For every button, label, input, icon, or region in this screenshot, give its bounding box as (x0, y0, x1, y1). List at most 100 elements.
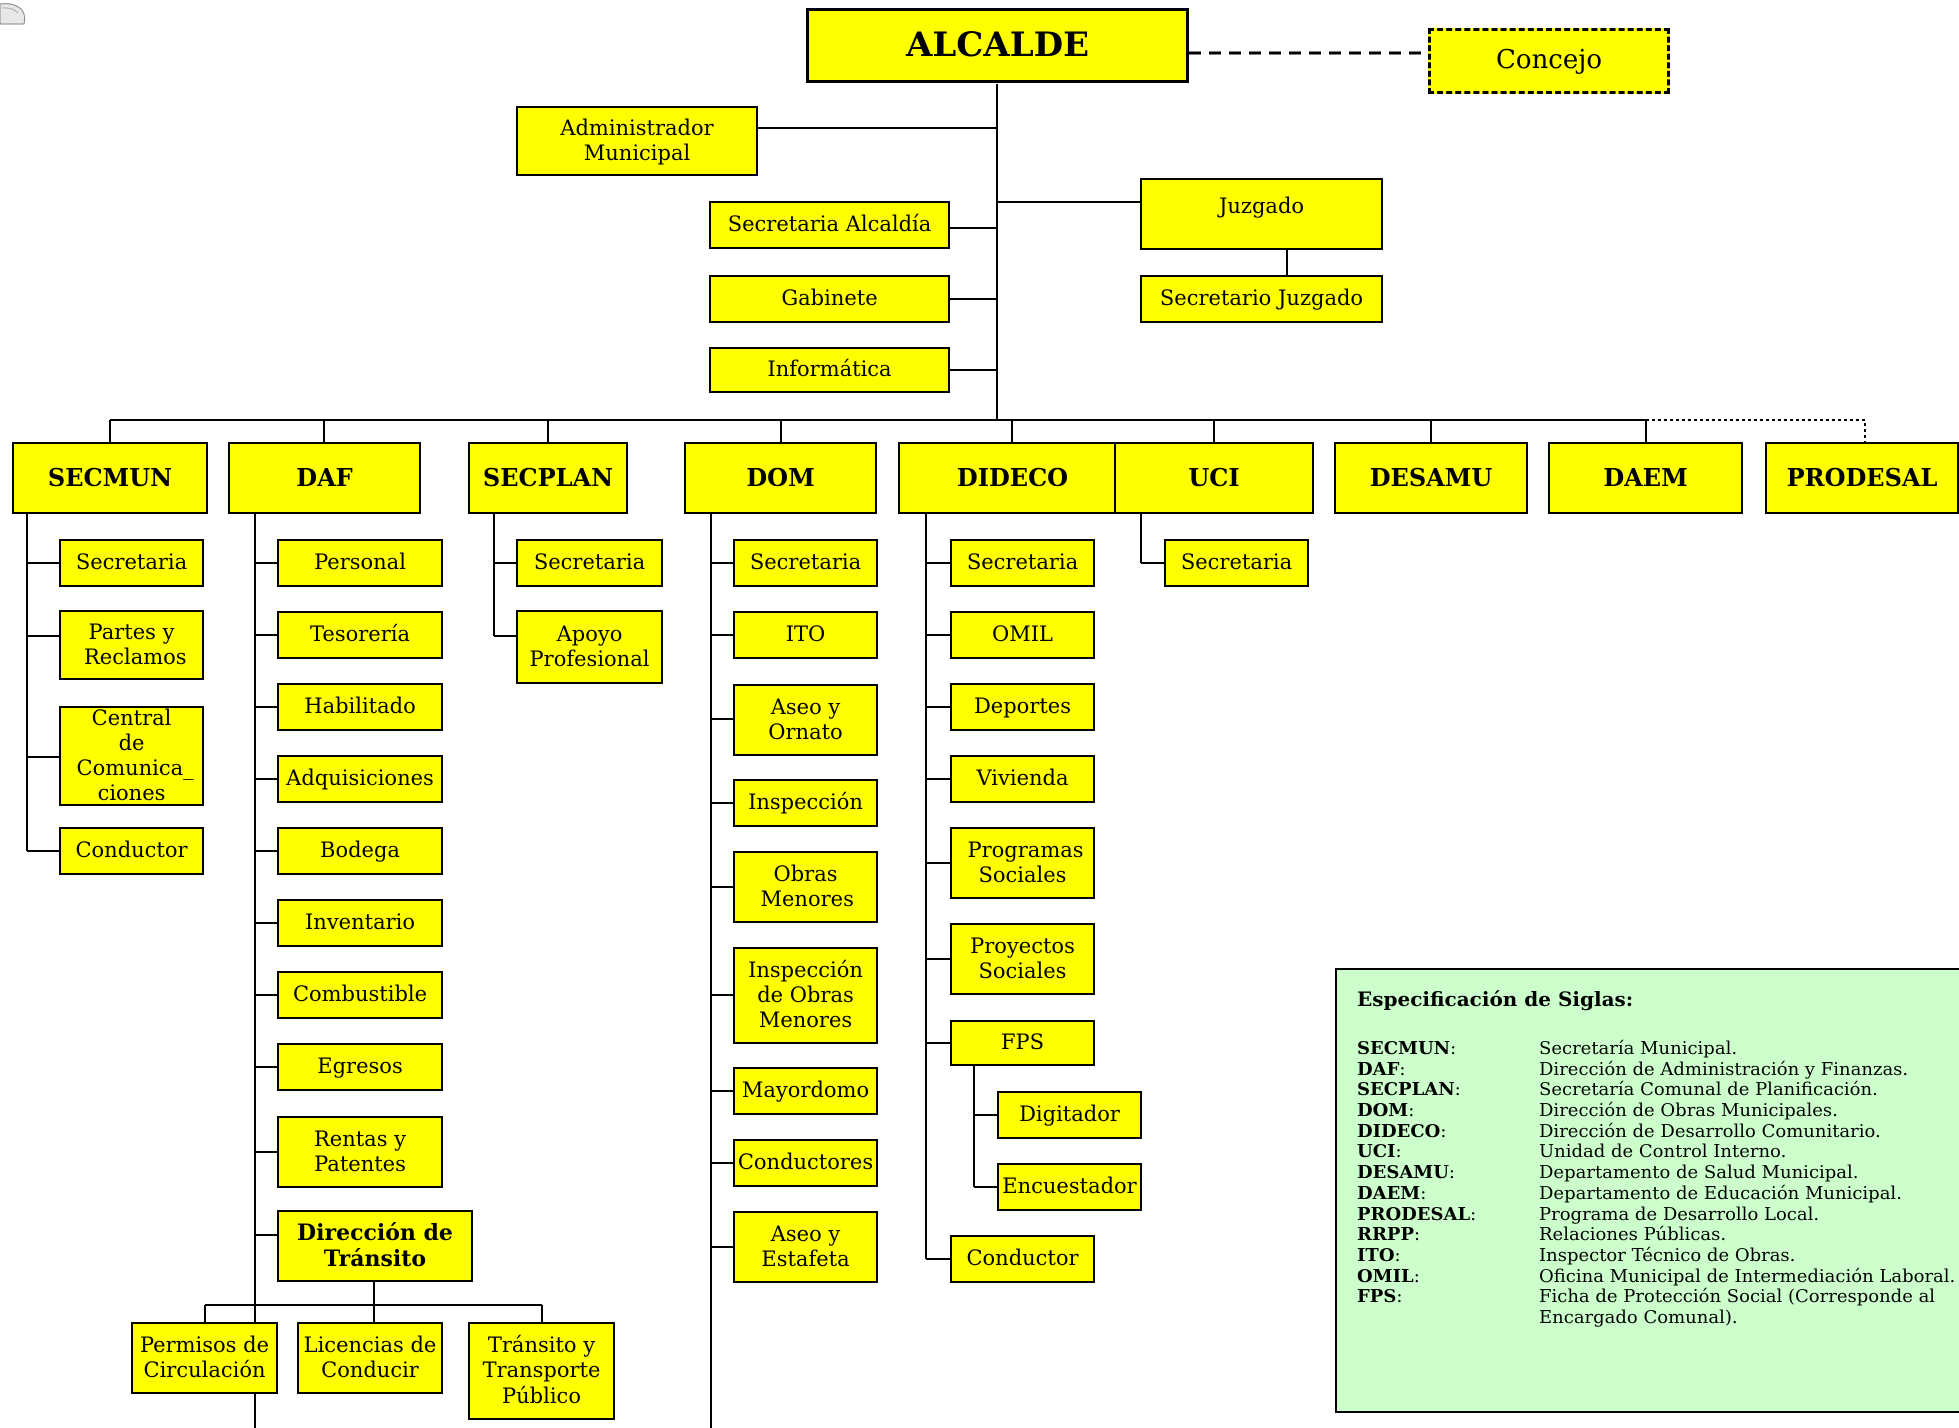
legend-definition: Dirección de Desarrollo Comunitario. (1539, 1120, 1881, 1142)
concejo-label: Concejo (1496, 45, 1602, 76)
dept-dideco-label: DIDECO (956, 462, 1069, 492)
dideco-fps-box: FPS (950, 1020, 1095, 1066)
dept-prodesal-label: PRODESAL (1786, 462, 1938, 492)
dideco-vivienda-box: Vivienda (950, 755, 1095, 803)
legend-entry: RRPP:Relaciones Públicas. (1357, 1224, 1959, 1246)
dom-aseo-ornato-box: Aseo y Ornato (733, 684, 878, 756)
dideco-programas-sociales-label: Programas Sociales (967, 837, 1084, 887)
gabinete-label: Gabinete (781, 286, 878, 311)
daf-direccion-transito-label: Dirección de Tránsito (297, 1219, 453, 1272)
legend-term-acronym: DESAMU (1357, 1162, 1449, 1184)
secretaria-alcaldia-box: Secretaria Alcaldía (709, 201, 950, 249)
dideco-conductor-box: Conductor (950, 1235, 1095, 1283)
legend-entry: UCI: Unidad de Control Interno. (1357, 1142, 1959, 1163)
secmun-conductor-label: Conductor (75, 838, 188, 863)
seal-logo (0, 3, 26, 25)
transito-transporte-label: Tránsito y Transporte Público (482, 1333, 601, 1408)
secplan-secretaria-box: Secretaria (516, 539, 663, 587)
legend-entry: DAEM:Departamento de Educación Municipal… (1357, 1182, 1959, 1205)
dom-inspeccion-obras-box: Inspección de Obras Menores (733, 947, 878, 1044)
legend-entry: OMIL:Oficina Municipal de Intermediación… (1357, 1265, 1959, 1288)
administrador-box: Administrador Municipal (516, 106, 758, 176)
legend-term: ITO: (1357, 1244, 1401, 1266)
legend-definition: Secretaría Municipal. (1539, 1038, 1738, 1059)
daf-inventario-box: Inventario (277, 899, 443, 947)
legend-entry: DIDECO:Dirección de Desarrollo Comunitar… (1357, 1120, 1959, 1143)
secplan-apoyo-label: Apoyo Profesional (529, 621, 650, 671)
dideco-proyectos-sociales-box: Proyectos Sociales (950, 923, 1095, 995)
dom-inspeccion-box: Inspección (733, 779, 878, 827)
dom-conductores-label: Conductores (737, 1150, 874, 1175)
secmun-partes-reclamos-label: Partes y Reclamos (84, 619, 187, 669)
dom-obras-menores-box: Obras Menores (733, 851, 878, 923)
dept-daf-label: DAF (296, 462, 353, 492)
fps-digitador-label: Digitador (1019, 1102, 1120, 1127)
dept-dom: DOM (684, 442, 877, 514)
daf-personal-box: Personal (277, 539, 443, 587)
dom-conductores-box: Conductores (733, 1139, 878, 1187)
legend-definition: Departamento de Educación Municipal. (1539, 1182, 1902, 1204)
legend-entry: SECMUN:Secretaría Municipal. (1357, 1038, 1959, 1060)
fps-encuestador-box: Encuestador (997, 1163, 1142, 1211)
legend-entry: PRODESAL:Programa de Desarrollo Local. (1357, 1203, 1959, 1226)
legend-term-acronym: DIDECO (1357, 1120, 1441, 1142)
secplan-apoyo-box: Apoyo Profesional (516, 610, 663, 684)
legend-definition: Programa de Desarrollo Local. (1539, 1203, 1820, 1225)
legend-definition: Dirección de Obras Municipales. (1539, 1100, 1838, 1122)
daf-inventario-label: Inventario (305, 910, 415, 935)
secmun-partes-reclamos-box: Partes y Reclamos (59, 610, 204, 680)
secmun-secretaria-box: Secretaria (59, 539, 204, 587)
dom-ito-label: ITO (785, 622, 826, 647)
informatica-label: Informática (767, 357, 892, 382)
dideco-vivienda-label: Vivienda (976, 766, 1069, 791)
legend-title: Especificación de Siglas: (1357, 987, 1634, 1011)
dept-secplan: SECPLAN (468, 442, 628, 514)
dept-desamu: DESAMU (1334, 442, 1528, 514)
secmun-central-comunicaciones-box: Central de Comunica_ ciones (59, 706, 204, 806)
daf-adquisiciones-box: Adquisiciones (277, 755, 443, 803)
legend-term: UCI: (1357, 1141, 1402, 1163)
secplan-secretaria-label: Secretaria (533, 550, 646, 575)
legend-term-acronym: OMIL (1357, 1265, 1414, 1287)
dept-secplan-label: SECPLAN (482, 462, 614, 492)
daf-egresos-label: Egresos (317, 1054, 403, 1079)
daf-adquisiciones-label: Adquisiciones (286, 766, 434, 791)
legend-term-acronym: UCI (1357, 1141, 1396, 1163)
uci-secretaria-box: Secretaria (1164, 539, 1309, 587)
administrador-label: Administrador Municipal (560, 115, 714, 165)
legend-entry: SECPLAN:Secretaría Comunal de Planificac… (1357, 1080, 1959, 1101)
legend-definition: Unidad de Control Interno. (1539, 1141, 1787, 1163)
legend-definition: Departamento de Salud Municipal. (1539, 1162, 1859, 1184)
transito-transporte-box: Tránsito y Transporte Público (468, 1322, 615, 1420)
dept-uci: UCI (1114, 442, 1314, 514)
legend-definition: Secretaría Comunal de Planificación. (1539, 1079, 1878, 1101)
daf-tesoreria-label: Tesorería (310, 622, 410, 647)
dom-mayordomo-label: Mayordomo (741, 1078, 870, 1103)
dom-ito-box: ITO (733, 611, 878, 659)
legend-term-acronym: ITO (1357, 1244, 1395, 1266)
transito-permisos-box: Permisos de Circulación (131, 1322, 278, 1394)
dom-aseo-estafeta-box: Aseo y Estafeta (733, 1211, 878, 1283)
legend-entry: ITO:Inspector Técnico de Obras. (1357, 1244, 1959, 1267)
legend-term-acronym: DAEM (1357, 1182, 1421, 1204)
dideco-programas-sociales-box: Programas Sociales (950, 827, 1095, 899)
secretario-juzgado-label: Secretario Juzgado (1159, 286, 1364, 311)
dom-secretaria-box: Secretaria (733, 539, 878, 587)
legend-entry: DAF:Dirección de Administración y Finanz… (1357, 1059, 1959, 1081)
legend-list: SECMUN:Secretaría Municipal.DAF:Direcció… (1357, 1038, 1959, 1329)
dept-uci-label: UCI (1188, 462, 1240, 492)
transito-permisos-label: Permisos de Circulación (139, 1332, 270, 1382)
secmun-central-comunicaciones-label: Central de Comunica_ ciones (76, 705, 194, 806)
dideco-deportes-box: Deportes (950, 683, 1095, 731)
fps-digitador-box: Digitador (997, 1091, 1142, 1139)
concejo-box: Concejo (1428, 28, 1670, 94)
dept-daem-label: DAEM (1603, 462, 1688, 492)
dom-inspeccion-obras-label: Inspección de Obras Menores (748, 957, 863, 1033)
legend-term: FPS: (1357, 1286, 1403, 1308)
dideco-omil-box: OMIL (950, 611, 1095, 659)
daf-bodega-box: Bodega (277, 827, 443, 875)
legend-definition: Ficha de Protección Social (Corresponde … (1539, 1286, 1936, 1328)
daf-personal-label: Personal (314, 550, 406, 575)
legend-term-acronym: SECPLAN (1357, 1079, 1455, 1101)
daf-tesoreria-box: Tesorería (277, 611, 443, 659)
